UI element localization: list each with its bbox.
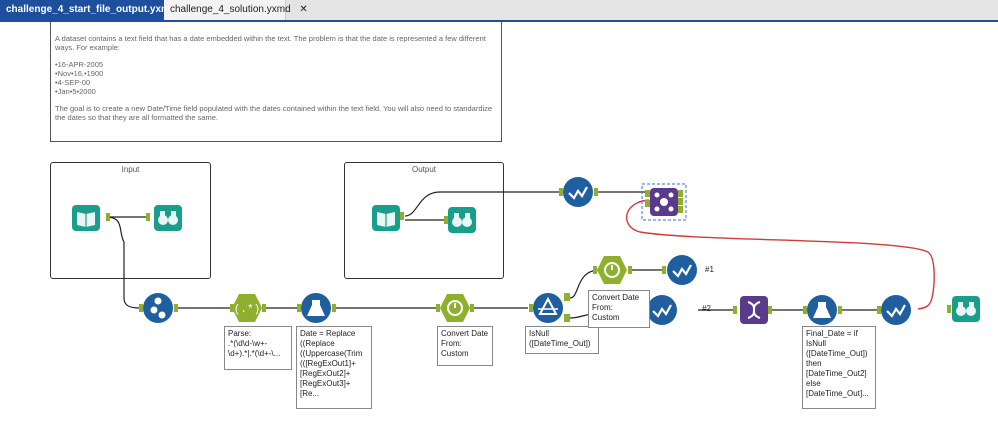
anchor bbox=[947, 305, 951, 313]
join-tool bbox=[650, 188, 678, 216]
anchor bbox=[400, 212, 404, 220]
output-container[interactable]: Output bbox=[344, 162, 504, 279]
wire bbox=[404, 191, 562, 217]
anchor bbox=[470, 304, 474, 312]
anchor bbox=[628, 266, 632, 274]
select-tool-top bbox=[563, 177, 593, 207]
browse-icon-output bbox=[448, 207, 476, 233]
selection-box bbox=[641, 183, 687, 221]
select-tool-3 bbox=[881, 295, 911, 325]
anchor bbox=[564, 293, 570, 301]
tab-label: challenge_4_start_file_output.yxmd bbox=[6, 4, 177, 15]
union-tool bbox=[740, 296, 768, 324]
record-id-tool bbox=[143, 293, 173, 323]
select-tool-1 bbox=[667, 255, 697, 285]
formula-tool-1 bbox=[301, 293, 331, 323]
tab-label: challenge_4_solution.yxmd bbox=[170, 4, 291, 15]
annotation-filter[interactable]: IsNull ([DateTime_Out]) bbox=[525, 326, 599, 354]
annotation-datetime-2[interactable]: Convert Date From: Custom bbox=[588, 290, 650, 328]
anchor bbox=[174, 304, 178, 312]
anchor bbox=[768, 306, 772, 314]
input-tool bbox=[72, 205, 100, 231]
anchor bbox=[678, 206, 683, 213]
anchor bbox=[262, 304, 266, 312]
browse-icon-input bbox=[154, 205, 182, 231]
anchor bbox=[106, 213, 110, 221]
browse-icon-final bbox=[952, 296, 980, 322]
datetime-tool-2 bbox=[597, 256, 627, 284]
tab-solution[interactable]: challenge_4_solution.yxmd ✕ bbox=[164, 0, 308, 20]
output-label-1: #1 bbox=[705, 265, 714, 274]
anchor bbox=[838, 306, 842, 314]
annotation-datetime-1[interactable]: Convert Date From: Custom bbox=[437, 326, 493, 366]
anchor bbox=[803, 306, 807, 314]
close-icon[interactable]: ✕ bbox=[299, 4, 308, 15]
comment-goal: The goal is to create a new Date/Time fi… bbox=[55, 104, 493, 122]
example-line: •Nov•16,•1900 bbox=[55, 69, 104, 78]
workflow-graph: (.*) bbox=[72, 177, 980, 325]
annotation-formula-2[interactable]: Final_Date = if IsNull ([DateTime_Out]) … bbox=[802, 326, 876, 409]
workflow-canvas[interactable]: A dataset contains a text field that has… bbox=[0, 22, 998, 426]
anchor bbox=[662, 266, 666, 274]
anchor bbox=[230, 304, 234, 312]
red-wire bbox=[625, 199, 935, 310]
comment-intro: A dataset contains a text field that has… bbox=[55, 34, 486, 52]
anchor bbox=[444, 216, 448, 224]
anchor bbox=[139, 304, 143, 312]
annotation-formula-1[interactable]: Date = Replace ((Replace ((Uppercase(Tri… bbox=[296, 326, 372, 409]
input-container[interactable]: Input bbox=[50, 162, 211, 279]
anchor bbox=[678, 190, 683, 197]
anchor bbox=[146, 213, 150, 221]
example-line: •16-APR-2005 bbox=[55, 60, 104, 69]
datetime-tool-1 bbox=[440, 294, 470, 322]
annotation-parse[interactable]: Parse: .*(\d\d-\w+-\d+).*|.*(\d+-\... bbox=[224, 326, 292, 370]
anchor bbox=[645, 190, 650, 197]
anchor bbox=[645, 200, 650, 207]
comment-box[interactable]: A dataset contains a text field that has… bbox=[50, 22, 502, 142]
tab-bar: challenge_4_start_file_output.yxmd chall… bbox=[0, 0, 998, 22]
anchor bbox=[678, 198, 683, 205]
anchor bbox=[564, 314, 570, 322]
output-label-2: #2 bbox=[702, 304, 711, 313]
example-line: •4-SEP-00 bbox=[55, 78, 91, 87]
anchor bbox=[297, 304, 301, 312]
anchor bbox=[877, 306, 881, 314]
output-input-tool bbox=[372, 205, 400, 231]
anchor bbox=[593, 266, 597, 274]
anchor bbox=[436, 304, 440, 312]
svg-text:(.*): (.*) bbox=[234, 304, 260, 316]
tab-start-file[interactable]: challenge_4_start_file_output.yxmd bbox=[0, 0, 176, 20]
formula-tool-2 bbox=[807, 295, 837, 325]
example-line: •Jan•5•2000 bbox=[55, 87, 96, 96]
anchor bbox=[529, 304, 533, 312]
comment-examples: •16-APR-2005 •Nov•16,•1900 •4-SEP-00 •Ja… bbox=[55, 60, 497, 96]
select-tool-2 bbox=[647, 295, 677, 325]
container-title: Input bbox=[121, 165, 140, 174]
regex-tool: (.*) bbox=[232, 294, 262, 322]
anchor bbox=[733, 306, 737, 314]
anchor bbox=[332, 304, 336, 312]
filter-tool bbox=[533, 293, 563, 323]
anchor bbox=[594, 188, 598, 196]
wire bbox=[105, 216, 141, 309]
anchor bbox=[559, 188, 563, 196]
container-title: Output bbox=[411, 165, 436, 174]
